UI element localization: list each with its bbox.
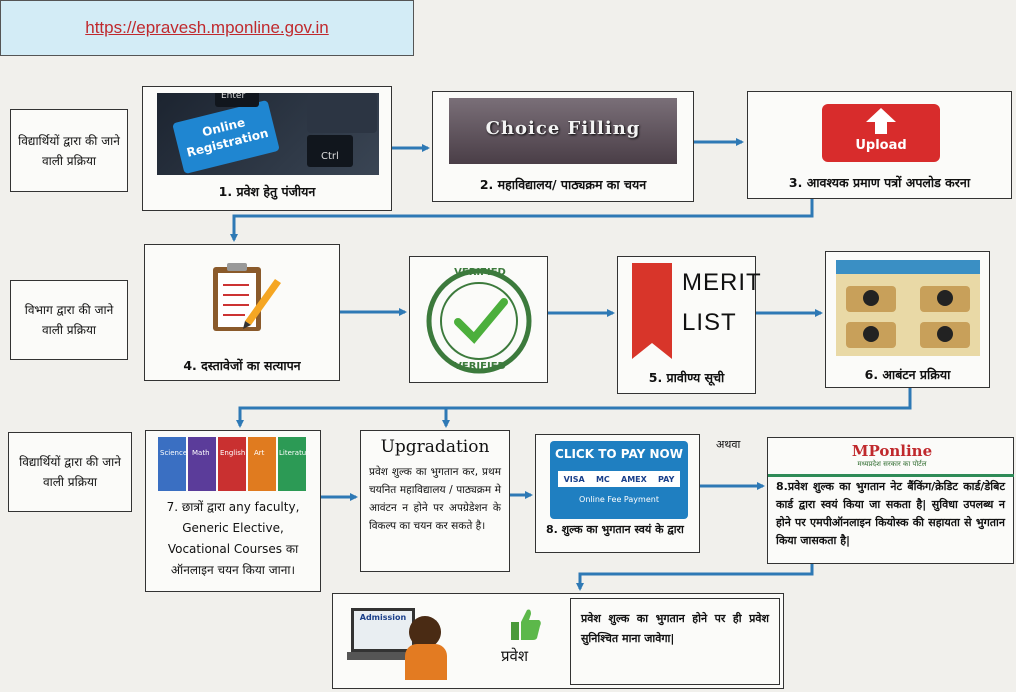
final-note-box: प्रवेश शुल्क का भुगतान होने पर ही प्रवेश… xyxy=(570,598,780,685)
card-logo: AMEX xyxy=(621,474,647,484)
step-caption: 4. दस्तावेजों का सत्यापन xyxy=(183,358,301,373)
thumbs-up-icon xyxy=(511,609,541,640)
step-4-verification: 4. दस्तावेजों का सत्यापन xyxy=(144,244,340,381)
book-label: Literature xyxy=(279,449,310,457)
card-logo: VISA xyxy=(563,474,585,484)
person-body xyxy=(405,644,447,680)
row-label-text: विद्यार्थियों द्वारा की जाने वाली प्रक्र… xyxy=(18,133,120,168)
logo-underline xyxy=(768,474,1014,477)
step-8-mponline: MPonline मध्यप्रदेश सरकार का पोर्टल 8.प्… xyxy=(767,437,1014,564)
book-spine xyxy=(158,437,186,491)
pay-now-header: CLICK TO PAY NOW xyxy=(555,447,683,461)
laptop-screen: Admission xyxy=(351,608,415,652)
mponline-text: 8.प्रवेश शुल्क का भुगतान नेट बैंकिंग/क्र… xyxy=(776,480,1005,547)
url-banner: https://epravesh.mponline.gov.in xyxy=(0,0,414,56)
choice-filling-text: Choice Filling xyxy=(485,118,641,139)
upload-label: Upload xyxy=(855,138,907,153)
person-head xyxy=(863,326,879,342)
step-caption: 3. आवश्यक प्रमाण पत्रों अपलोड करना xyxy=(788,175,971,190)
step-caption: 8. शुल्क का भुगतान स्वयं के द्वारा xyxy=(546,523,684,536)
ctrl-key: Ctrl xyxy=(307,135,353,167)
mponline-logo-text: MPonline xyxy=(851,442,933,460)
step-7-course-selection: Science Math English Art Literature 7. छ… xyxy=(145,430,321,592)
step-8-self-payment: CLICK TO PAY NOW VISA MC AMEX PAY Online… xyxy=(535,434,700,553)
row-label-student-1: विद्यार्थियों द्वारा की जाने वाली प्रक्र… xyxy=(10,109,128,192)
url-link[interactable]: https://epravesh.mponline.gov.in xyxy=(85,18,329,37)
row-label-student-2: विद्यार्थियों द्वारा की जाने वाली प्रक्र… xyxy=(8,432,132,512)
keyboard-image: Online Registration Ctrl Enter xyxy=(157,93,379,175)
mponline-logo: MPonline मध्यप्रदेश सरकार का पोर्टल xyxy=(782,442,1002,472)
step-2-choice-filling: Choice Filling 2. महाविद्यालय/ पाठ्यक्रम… xyxy=(432,91,694,202)
stamp-text-top: VERIFIED xyxy=(454,267,506,278)
arrow-8b-final xyxy=(576,564,814,591)
books-image: Science Math English Art Literature xyxy=(158,437,310,491)
book-spine xyxy=(278,437,306,491)
book-spine xyxy=(248,437,276,491)
choice-filling-image: Choice Filling xyxy=(449,98,677,164)
verified-stamp-icon xyxy=(426,268,532,374)
upgradation-text: प्रवेश शुल्क का भुगतान कर, प्रथम चयनित म… xyxy=(369,466,501,532)
card-logos: VISA MC AMEX PAY xyxy=(558,471,680,487)
allotment-banner xyxy=(836,260,980,274)
step-3-upload: Upload 3. आवश्यक प्रमाण पत्रों अपलोड करन… xyxy=(747,91,1012,199)
person-head xyxy=(409,616,441,648)
row-label-text: विद्यार्थियों द्वारा की जाने वाली प्रक्र… xyxy=(19,455,121,489)
book-spine xyxy=(188,437,216,491)
step-caption: 7. छात्रों द्वारा any faculty, Generic E… xyxy=(166,500,300,577)
arrow-6-7 xyxy=(236,388,912,428)
list-text: LIST xyxy=(682,309,737,336)
person-head xyxy=(863,290,879,306)
book-label: English xyxy=(220,449,246,457)
pay-now-line: Online Fee Payment xyxy=(579,495,659,504)
bookmark-ribbon-icon xyxy=(632,263,672,359)
laptop-base xyxy=(347,652,421,660)
row-label-department: विभाग द्वारा की जाने वाली प्रक्रिया xyxy=(10,280,128,360)
stamp-text-bottom: VERIFIED xyxy=(454,361,506,372)
admission-label: प्रवेश xyxy=(501,647,529,665)
enter-key-label: Enter xyxy=(221,93,246,101)
book-label: Art xyxy=(254,449,265,457)
step-6-allotment: 6. आबंटन प्रक्रिया xyxy=(825,251,990,388)
card-logo: MC xyxy=(595,474,610,484)
verified-stamp-box: VERIFIED VERIFIED xyxy=(409,256,548,383)
upgradation-box: Upgradation प्रवेश शुल्क का भुगतान कर, प… xyxy=(360,430,510,572)
step-caption: 1. प्रवेश हेतु पंजीयन xyxy=(218,184,316,199)
book-label: Math xyxy=(192,449,210,457)
or-label: अथवा xyxy=(716,438,741,451)
key-shape xyxy=(307,93,377,133)
allotment-image xyxy=(836,260,980,356)
step-caption: 2. महाविद्यालय/ पाठ्यक्रम का चयन xyxy=(479,177,647,192)
step-5-merit-list: MERIT LIST 5. प्रावीण्य सूची xyxy=(617,256,761,394)
ctrl-key-label: Ctrl xyxy=(321,151,339,162)
upload-button-image: Upload xyxy=(822,104,940,162)
pay-now-image: CLICK TO PAY NOW VISA MC AMEX PAY Online… xyxy=(550,441,688,519)
row-label-text: विभाग द्वारा की जाने वाली प्रक्रिया xyxy=(24,303,114,337)
admission-image: Admission xyxy=(347,602,451,682)
admission-screen-text: Admission xyxy=(359,613,407,622)
merit-text: MERIT xyxy=(682,269,762,296)
enter-key: Enter xyxy=(215,93,259,107)
final-note-text: प्रवेश शुल्क का भुगतान होने पर ही प्रवेश… xyxy=(581,612,769,645)
book-label: Science xyxy=(160,449,188,457)
card-logo: PAY xyxy=(658,474,675,484)
step-caption: 5. प्रावीण्य सूची xyxy=(648,370,725,385)
step-1-registration: Online Registration Ctrl Enter 1. प्रवेश… xyxy=(142,86,392,211)
mponline-logo-subtitle: मध्यप्रदेश सरकार का पोर्टल xyxy=(857,460,927,468)
book-spine xyxy=(218,437,246,491)
clipboard-icon xyxy=(213,263,281,331)
person-head xyxy=(937,290,953,306)
upload-arrow-icon xyxy=(866,108,896,134)
upgradation-title: Upgradation xyxy=(380,437,490,457)
registration-key: Online Registration xyxy=(172,99,280,175)
person-head xyxy=(937,326,953,342)
step-caption: 6. आबंटन प्रक्रिया xyxy=(864,367,951,382)
